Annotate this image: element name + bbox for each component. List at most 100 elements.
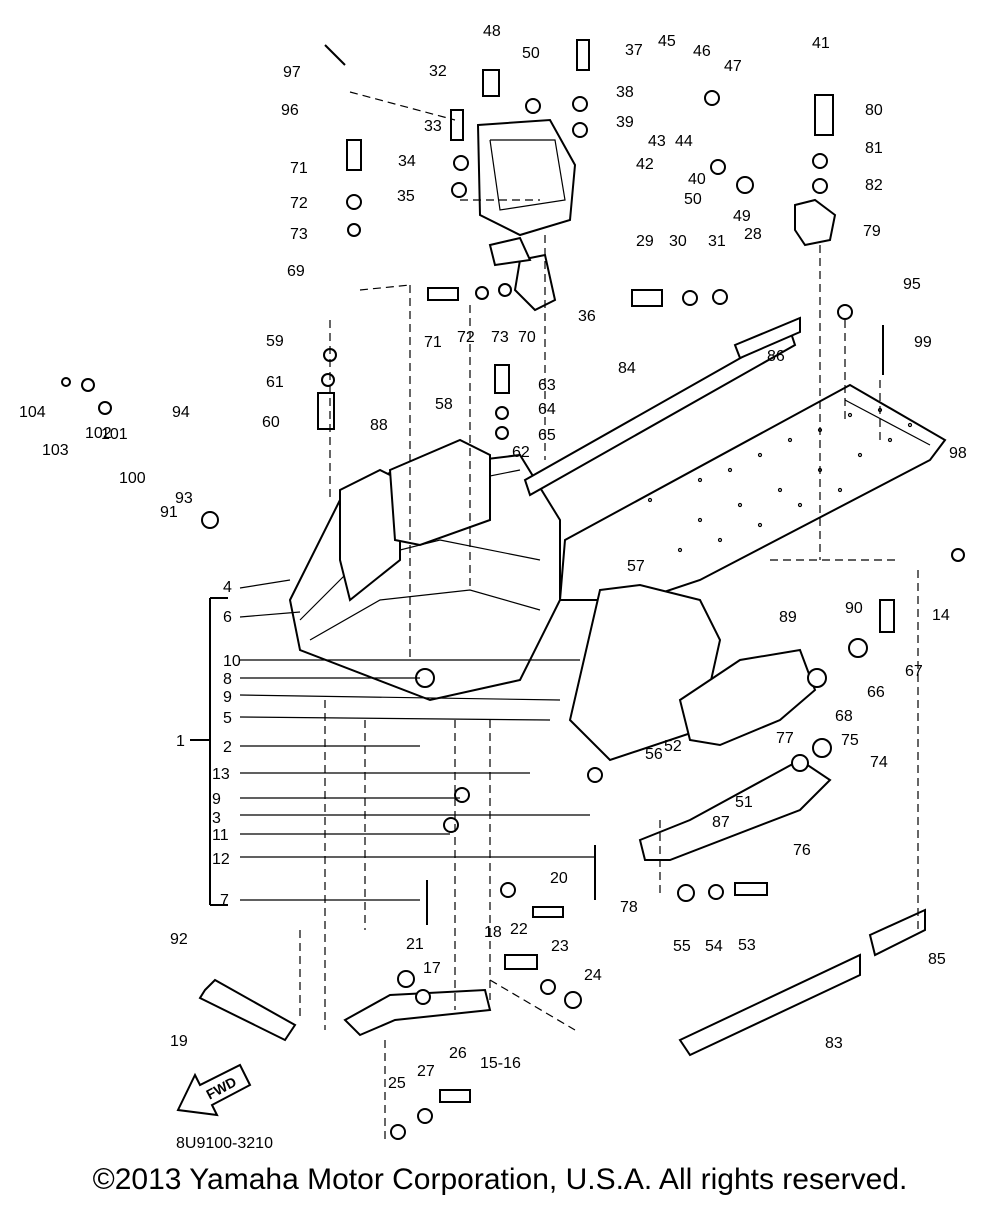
part-callout-label: 63 — [538, 377, 556, 394]
part-callout-label: 73 — [491, 329, 509, 346]
part-callout-label: 73 — [290, 226, 308, 243]
part-callout-label: 2 — [223, 739, 232, 756]
part-callout-label: 43 — [648, 133, 666, 150]
part-callout-label: 51 — [735, 794, 753, 811]
part-callout-label: 25 — [388, 1075, 406, 1092]
part-callout-label: 36 — [578, 308, 596, 325]
part-callout-label: 100 — [119, 470, 146, 487]
part-callout-label: 22 — [510, 921, 528, 938]
part-callout-label: 1 — [176, 733, 185, 750]
part-callout-label: 26 — [449, 1045, 467, 1062]
part-callout-label: 47 — [724, 58, 742, 75]
part-callout-label: 8 — [223, 671, 232, 688]
part-callout-label: 24 — [584, 967, 602, 984]
part-callout-label: 79 — [863, 223, 881, 240]
part-callout-label: 61 — [266, 374, 284, 391]
part-callout-label: 21 — [406, 936, 424, 953]
part-callout-label: 101 — [101, 426, 128, 443]
part-callout-label: 30 — [669, 233, 687, 250]
part-callout-label: 4 — [223, 579, 232, 596]
part-callout-label: 94 — [172, 404, 190, 421]
part-callout-label: 33 — [424, 118, 442, 135]
part-callout-label: 45 — [658, 33, 676, 50]
part-callout-label: 74 — [870, 754, 888, 771]
part-callout-label: 60 — [262, 414, 280, 431]
part-callout-label: 13 — [212, 766, 230, 783]
part-callout-label: 41 — [812, 35, 830, 52]
part-callout-label: 85 — [928, 951, 946, 968]
part-callout-label: 7 — [220, 892, 229, 909]
part-callout-label: 48 — [483, 23, 501, 40]
part-callout-label: 54 — [705, 938, 723, 955]
part-callout-label: 55 — [673, 938, 691, 955]
part-callout-label: 9 — [223, 689, 232, 706]
part-callout-label: 56 — [645, 746, 663, 763]
part-callout-label: 86 — [767, 348, 785, 365]
part-callout-label: 76 — [793, 842, 811, 859]
part-callout-label: 104 — [19, 404, 46, 421]
part-callout-label: 28 — [744, 226, 762, 243]
part-callout-label: 71 — [290, 160, 308, 177]
part-callout-label: 37 — [625, 42, 643, 59]
part-callout-label: 103 — [42, 442, 69, 459]
part-callout-label: 80 — [865, 102, 883, 119]
part-callout-label: 50 — [522, 45, 540, 62]
part-callout-label: 78 — [620, 899, 638, 916]
part-callout-label: 23 — [551, 938, 569, 955]
part-callout-label: 14 — [932, 607, 950, 624]
part-callout-label: 83 — [825, 1035, 843, 1052]
part-callout-label: 50 — [684, 191, 702, 208]
part-callout-label: 81 — [865, 140, 883, 157]
part-callout-label: 88 — [370, 417, 388, 434]
part-callout-label: 6 — [223, 609, 232, 626]
part-callout-label: 77 — [776, 730, 794, 747]
part-callout-label: 38 — [616, 84, 634, 101]
part-callout-label: 27 — [417, 1063, 435, 1080]
fwd-arrow-icon — [176, 1063, 252, 1117]
part-callout-label: 40 — [688, 171, 706, 188]
part-callout-label: 96 — [281, 102, 299, 119]
part-callout-label: 90 — [845, 600, 863, 617]
part-callout-label: 84 — [618, 360, 636, 377]
part-callout-label: 68 — [835, 708, 853, 725]
part-callout-label: 17 — [423, 960, 441, 977]
part-callout-label: 46 — [693, 43, 711, 60]
part-callout-label: 18 — [484, 924, 502, 941]
part-callout-label: 92 — [170, 931, 188, 948]
part-callout-label: 98 — [949, 445, 967, 462]
part-callout-label: 95 — [903, 276, 921, 293]
frame-drawing — [61, 39, 965, 1140]
part-callout-label: 62 — [512, 444, 530, 461]
part-callout-label: 91 — [160, 504, 178, 521]
part-callout-label: 65 — [538, 427, 556, 444]
part-callout-label: 44 — [675, 133, 693, 150]
part-callout-label: 32 — [429, 63, 447, 80]
part-callout-label: 5 — [223, 710, 232, 727]
part-callout-label: 87 — [712, 814, 730, 831]
diagram-code: 8U9100-3210 — [176, 1135, 273, 1152]
part-callout-label: 42 — [636, 156, 654, 173]
part-callout-label: 72 — [457, 329, 475, 346]
part-callout-label: 9 — [212, 791, 221, 808]
part-callout-label: 99 — [914, 334, 932, 351]
part-callout-label: 66 — [867, 684, 885, 701]
part-callout-label: 69 — [287, 263, 305, 280]
part-callout-label: 34 — [398, 153, 416, 170]
part-callout-label: 72 — [290, 195, 308, 212]
part-callout-label: 29 — [636, 233, 654, 250]
part-callout-label: 93 — [175, 490, 193, 507]
part-callout-label: 102 — [85, 425, 112, 442]
part-callout-label: 82 — [865, 177, 883, 194]
part-callout-label: 19 — [170, 1033, 188, 1050]
part-callout-label: 70 — [518, 329, 536, 346]
part-callout-label: 58 — [435, 396, 453, 413]
part-callout-label: 31 — [708, 233, 726, 250]
part-callout-label: 52 — [664, 738, 682, 755]
part-callout-label: 3 — [212, 810, 221, 827]
part-callout-label: 89 — [779, 609, 797, 626]
part-callout-label: 35 — [397, 188, 415, 205]
part-callout-label: 71 — [424, 334, 442, 351]
part-callout-label: 57 — [627, 558, 645, 575]
